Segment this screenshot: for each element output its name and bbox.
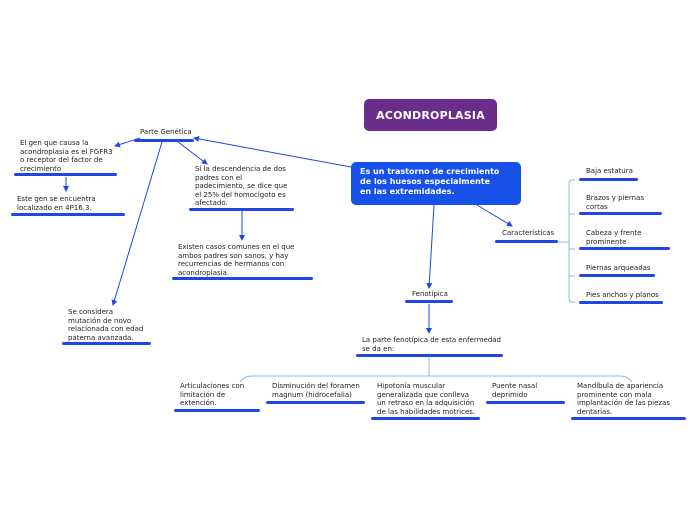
parte-genetica-underline (134, 139, 194, 142)
fenotipica-item-underline (174, 409, 260, 412)
fenotipica-item[interactable]: Puente nasal deprimido (492, 382, 538, 399)
casos-comunes-text[interactable]: Existen casos comunes en el que ambos pa… (178, 243, 295, 277)
fenotipica-label[interactable]: Fenotípica (412, 290, 448, 298)
mutacion-text[interactable]: Se considera mutación de novo relacionad… (68, 308, 144, 342)
gen-fgfr3-text[interactable]: El gen que causa la acondroplasia es el … (20, 139, 113, 173)
fenotipica-underline (405, 300, 453, 303)
fenotipica-item-underline (266, 401, 365, 404)
fenotipica-item[interactable]: Hipotonía muscular generalizada que conl… (377, 382, 476, 416)
caracteristica-item[interactable]: Baja estatura (586, 167, 633, 175)
fenotipica-intro[interactable]: La parte fenotípica de esta enfermedad s… (362, 336, 501, 353)
caracteristica-item[interactable]: Pies anchos y planos (586, 291, 659, 299)
caracteristica-underline (579, 247, 670, 250)
caracteristica-underline (579, 178, 638, 181)
main-topic[interactable]: Es un trastorno de crecimiento de los hu… (351, 162, 521, 205)
descendencia-underline (189, 208, 294, 211)
caracteristica-underline (579, 274, 655, 277)
descendencia-text[interactable]: Si la descendencia de dos padres con el … (195, 165, 288, 207)
caracteristicas-underline (495, 240, 558, 243)
fenotipica-item[interactable]: Disminución del foramen magnum (hidrocef… (272, 382, 360, 399)
fenotipica-item[interactable]: Mandíbula de apariencia prominente con m… (577, 382, 671, 416)
caracteristica-item[interactable]: Cabeza y frente prominente (586, 229, 642, 246)
caracteristica-item[interactable]: Piernas arqueadas (586, 264, 651, 272)
root-topic[interactable]: ACONDROPLASIA (364, 99, 497, 131)
gen-fgfr3-underline (14, 173, 117, 176)
fenotipica-intro-underline (356, 354, 503, 357)
fenotipica-item-underline (486, 401, 565, 404)
caracteristica-underline (579, 212, 662, 215)
fenotipica-item-underline (571, 417, 686, 420)
locus-text[interactable]: Este gen se encuentra localizado en 4P16… (17, 195, 96, 212)
parte-genetica-label[interactable]: Parte Genética (140, 128, 192, 136)
caracteristica-item[interactable]: Brazos y piernas cortas (586, 194, 644, 211)
casos-comunes-underline (172, 277, 313, 280)
mutacion-underline (62, 342, 151, 345)
caracteristicas-label[interactable]: Características (502, 229, 555, 237)
fenotipica-item-underline (371, 417, 480, 420)
caracteristica-underline (579, 301, 663, 304)
locus-underline (11, 213, 125, 216)
fenotipica-item[interactable]: Articulaciones con limitación de extenci… (180, 382, 245, 407)
